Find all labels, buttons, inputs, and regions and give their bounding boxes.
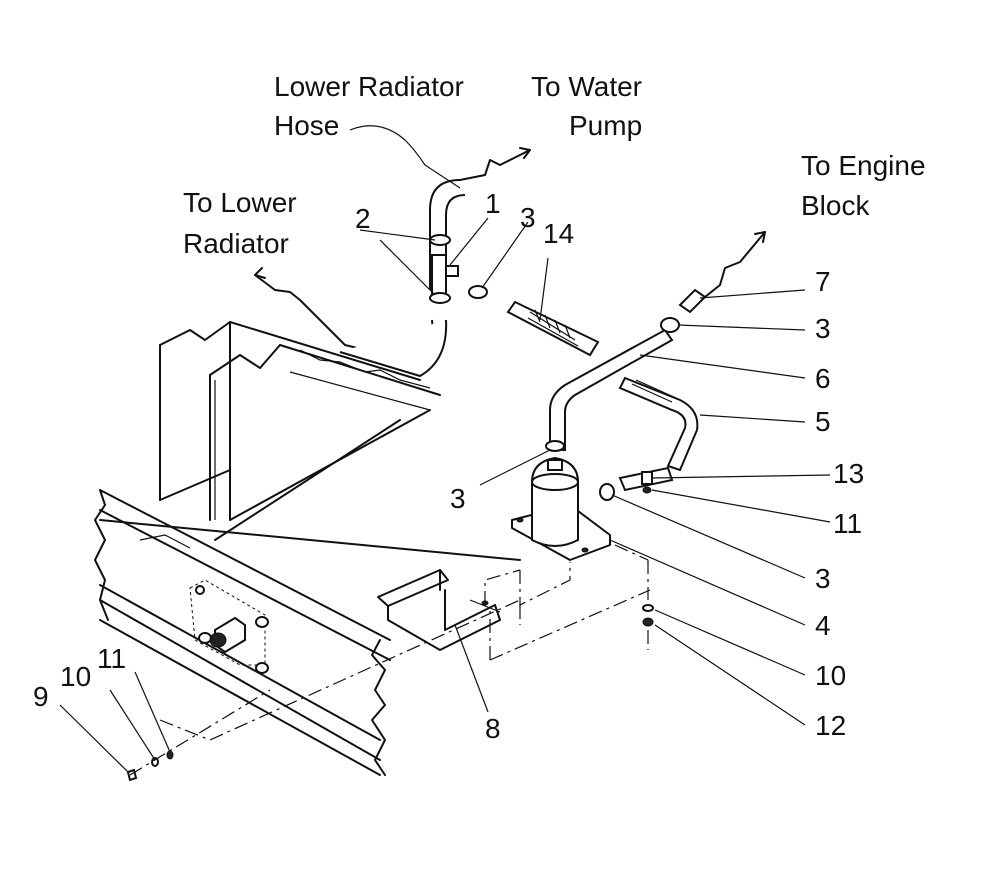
fasteners (126, 604, 654, 782)
part-number-10-left: 10 (60, 661, 92, 692)
bracket (377, 569, 501, 651)
to-engine-block-label-line1: To Engine (801, 150, 926, 181)
part-number-9: 9 (33, 681, 49, 712)
to-lower-radiator-label-line1: To Lower (183, 187, 297, 218)
assembly-lines (129, 544, 651, 776)
part-number-3-right-lower: 3 (815, 563, 831, 594)
part-number-10-right: 10 (815, 660, 847, 691)
flow-arrows (254, 147, 766, 346)
vehicle-frame (94, 321, 521, 776)
heater-mounting-plate (189, 579, 269, 674)
lower-radiator-hose-label-line1: Lower Radiator (274, 71, 464, 102)
lower-radiator-hose-label-line2: Hose (274, 110, 340, 141)
part-number-12: 12 (815, 710, 847, 741)
part-number-13: 13 (833, 458, 865, 489)
part-number-8: 8 (485, 713, 501, 744)
to-water-pump-label-line2: Pump (569, 110, 643, 141)
to-water-pump-label-line1: To Water (531, 71, 642, 102)
to-lower-radiator-label-line2: Radiator (183, 228, 289, 259)
part-number-2: 2 (355, 203, 371, 234)
part-number-3-left: 3 (450, 483, 466, 514)
part-number-11-right: 11 (833, 508, 863, 539)
part-number-4: 4 (815, 610, 831, 641)
part-number-1: 1 (485, 188, 501, 219)
leader-lines (59, 125, 831, 773)
to-engine-block-label-line2: Block (801, 190, 870, 221)
part-number-5: 5 (815, 406, 831, 437)
heater-unit (511, 456, 611, 561)
hose-assembly (339, 179, 707, 501)
part-number-3-top: 3 (520, 202, 536, 233)
part-number-11-left: 11 (97, 643, 127, 674)
part-number-14: 14 (543, 218, 575, 249)
part-number-3-right-upper: 3 (815, 313, 831, 344)
part-number-6: 6 (815, 363, 831, 394)
part-number-7: 7 (815, 266, 831, 297)
